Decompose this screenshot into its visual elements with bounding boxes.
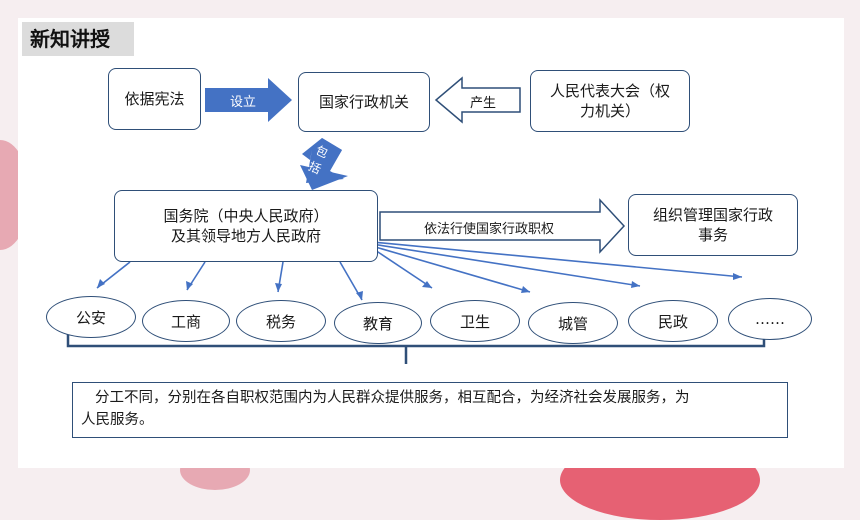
dept-industry-commerce: 工商 [142,300,230,342]
dept-taxation: 税务 [236,300,326,342]
produce-label: 产生 [470,96,497,111]
department-brace [66,334,766,364]
dept-urban-management: 城管 [528,302,618,344]
summary-line-1: 分工不同，分别在各自职权范围内为人民群众提供服务，相互配合，为经济社会发展服务，… [95,390,690,406]
section-title: 新知讲授 [22,22,134,56]
department-arrows [96,241,743,301]
connector-layer [66,76,766,364]
constitution-box: 依据宪法 [108,68,201,130]
dept-more: …… [728,298,812,340]
summary-line-2: 人民服务。 [81,412,154,428]
dept-civil-affairs: 民政 [628,300,718,342]
congress-box: 人民代表大会（权 力机关） [530,70,690,132]
establish-label: 设立 [230,95,257,110]
produce-arrow [434,76,521,124]
exercise-label: 依法行使国家行政职权 [424,222,555,237]
manage-box: 组织管理国家行政 事务 [628,194,798,256]
state-council-box: 国务院（中央人民政府） 及其领导地方人民政府 [114,190,378,262]
dept-health: 卫生 [430,300,520,342]
exercise-arrow [379,198,626,254]
establish-arrow [205,78,292,122]
admin-organs-box: 国家行政机关 [298,72,430,132]
dept-public-security: 公安 [46,296,136,338]
summary-box: 分工不同，分别在各自职权范围内为人民群众提供服务，相互配合，为经济社会发展服务，… [72,382,788,438]
dept-education: 教育 [334,302,422,344]
